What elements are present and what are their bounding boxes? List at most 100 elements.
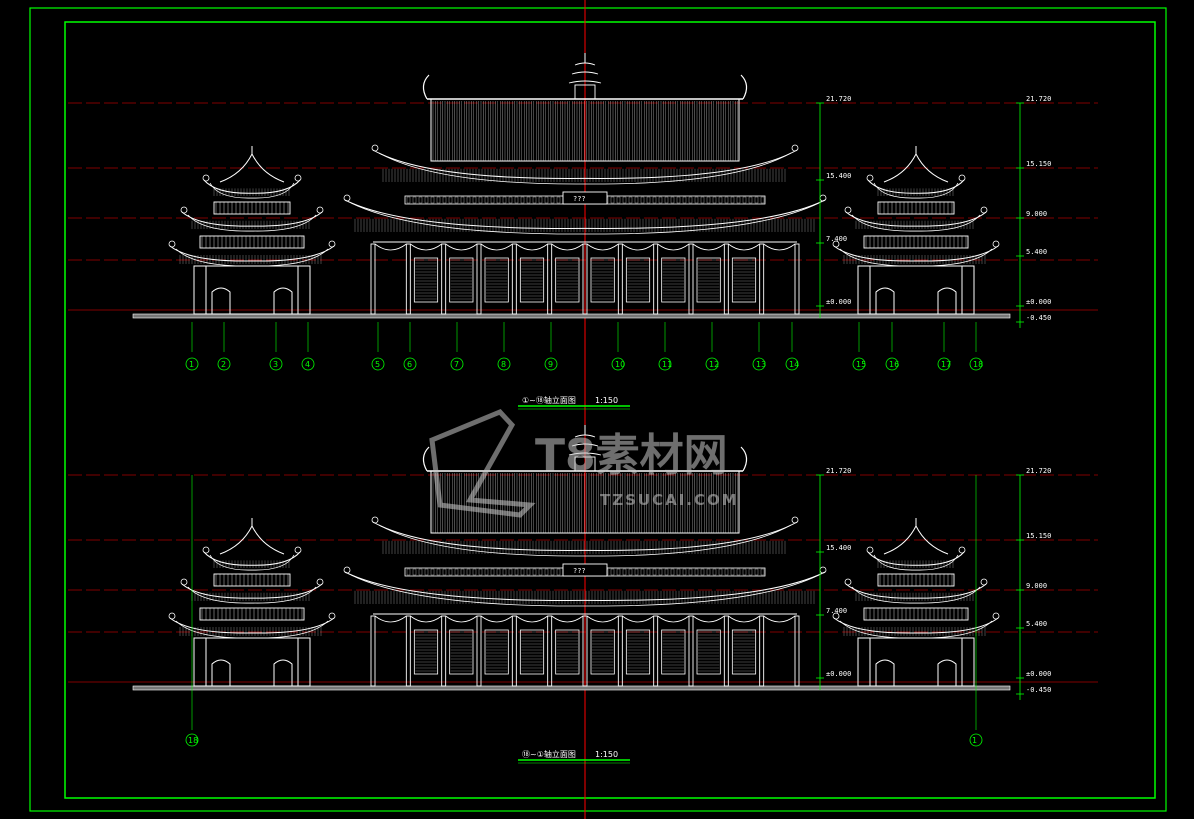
main-hall-bracket — [418, 568, 423, 576]
center-dimension-level-label: 15.400 — [826, 544, 851, 552]
right-pavilion-eave-2-ornament-left — [844, 206, 852, 214]
main-hall-bracket — [412, 196, 417, 204]
main-hall-lattice-panel — [731, 257, 757, 303]
main-hall-bracket — [556, 196, 561, 204]
main-hall-arch — [657, 615, 690, 623]
axis-number: 3 — [273, 360, 278, 369]
main-hall-lattice-panel — [484, 257, 509, 303]
main-hall-arch — [374, 615, 407, 623]
main-hall-bracket — [538, 568, 543, 576]
main-hall-column — [582, 615, 588, 687]
main-hall-bracket — [406, 568, 411, 576]
main-hall-bracket — [736, 568, 741, 576]
right-dimension-level-label: 5.400 — [1026, 620, 1047, 628]
axis-number: 6 — [407, 360, 412, 369]
axis-bubble — [885, 357, 899, 371]
main-hall-lattice-panel — [484, 629, 509, 675]
main-hall-bracket — [406, 196, 411, 204]
axis-bubble — [301, 357, 315, 371]
left-pavilion-eave-1-ornament-left — [168, 612, 176, 620]
axis-number: 1 — [189, 360, 194, 369]
main-hall-arch — [728, 615, 760, 623]
axis-number: 16 — [889, 360, 899, 369]
main-hall-bracket — [478, 568, 483, 576]
main-hall-bracket — [658, 568, 663, 576]
axis-bubble — [185, 733, 199, 747]
main-hall-bracket — [442, 196, 447, 204]
main-hall-finial-tier — [571, 71, 599, 75]
main-hall-bracket — [508, 568, 513, 576]
main-hall-bracket — [718, 568, 723, 576]
main-hall-arch — [622, 615, 654, 623]
main-hall-bracket — [712, 568, 717, 576]
main-hall-bracket — [646, 196, 651, 204]
main-hall-bracket — [442, 568, 447, 576]
main-hall-bracket — [628, 568, 633, 576]
left-pavilion-door — [273, 287, 293, 314]
right-pavilion-door — [937, 659, 957, 686]
center-dimension-level-label: 21.720 — [826, 95, 851, 103]
main-hall-bracket — [526, 568, 531, 576]
main-hall-bracket — [760, 196, 765, 204]
main-hall-arch — [692, 243, 725, 251]
main-hall-bracket — [688, 568, 693, 576]
main-hall-lower-eave-ornament-right — [819, 566, 827, 574]
axis-bubble — [217, 357, 231, 371]
main-hall-plaque-text: ??? — [573, 195, 586, 203]
center-dimension-level-label: 7.400 — [826, 607, 847, 615]
main-hall-bracket — [754, 196, 759, 204]
main-hall-bracket — [502, 196, 507, 204]
main-hall-bracket — [688, 196, 693, 204]
left-pavilion-door — [273, 659, 293, 686]
main-hall-plaque-text: ??? — [573, 567, 586, 575]
axis-number: 7 — [454, 360, 459, 369]
main-hall-finial-tier — [568, 452, 602, 456]
main-hall-upper-eave-ornament-right — [791, 144, 799, 152]
right-pavilion-door — [875, 287, 895, 314]
axis-number: 17 — [941, 360, 951, 369]
main-hall-bracket — [754, 568, 759, 576]
right-pavilion-balcony-1 — [863, 607, 969, 621]
main-hall-lower-eave — [344, 199, 826, 229]
left-pavilion-door — [211, 287, 231, 314]
axis-bubble — [611, 357, 625, 371]
main-hall-bracket — [454, 196, 459, 204]
main-hall-bracket — [472, 568, 477, 576]
axis-number: 18 — [973, 360, 983, 369]
left-pavilion-eave-3-ornament-left — [202, 546, 210, 554]
axis-number: 9 — [548, 360, 553, 369]
right-pavilion-eave-1-ornament-left — [832, 612, 840, 620]
main-hall-bracket — [682, 196, 687, 204]
main-hall-lower-eave-lower — [350, 574, 820, 607]
inner-frame — [64, 21, 1156, 799]
main-hall-bracket — [508, 196, 513, 204]
main-hall-bracket — [514, 196, 519, 204]
right-pavilion-eave-1-lower — [839, 620, 993, 639]
main-hall-lattice-panel — [625, 629, 651, 675]
left-pavilion-eave-1-lower — [175, 620, 329, 639]
title-top: ①~⑱轴立面图 1:150 — [518, 395, 630, 410]
right-dimension-level-label: 15.150 — [1026, 160, 1051, 168]
axis-bubble — [544, 357, 558, 371]
main-hall-upper-eave — [372, 149, 798, 179]
left-pavilion-eave-2-ornament-right — [316, 206, 324, 214]
title-bottom-scale: 1:150 — [595, 750, 618, 759]
axis-number: 5 — [375, 360, 380, 369]
main-hall-column — [441, 615, 447, 687]
left-pavilion-eave-1-ornament-right — [328, 240, 336, 248]
right-pavilion-eave-2-ornament-right — [980, 206, 988, 214]
center-dimension-level-label: 15.400 — [826, 172, 851, 180]
main-hall-lattice-panel — [519, 257, 545, 303]
main-hall-bracket — [550, 568, 555, 576]
main-hall-bracket — [742, 568, 747, 576]
main-hall-bracket — [760, 568, 765, 576]
main-hall-plaque — [562, 563, 608, 577]
main-hall-lattice-panel — [661, 629, 686, 675]
main-hall-finial-tier — [568, 80, 602, 84]
main-hall-bracket — [520, 196, 525, 204]
main-hall-bracket — [748, 196, 753, 204]
right-pavilion-eave-3 — [867, 551, 965, 566]
main-hall-ridge-ornament-left — [422, 446, 430, 472]
main-hall-bracket — [472, 196, 477, 204]
main-hall-bracket — [700, 196, 705, 204]
